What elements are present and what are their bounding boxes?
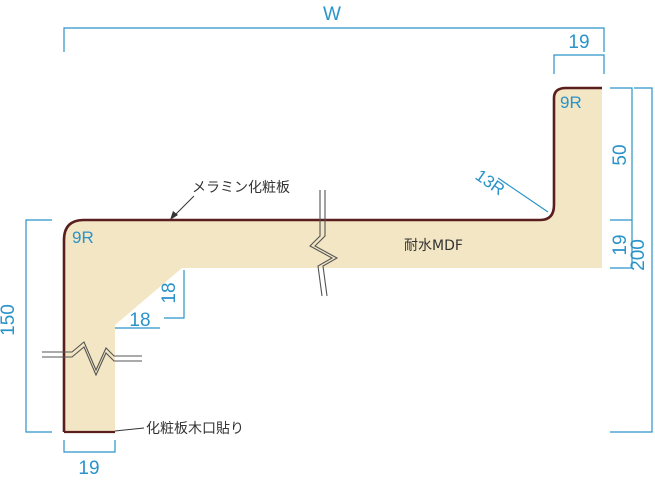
melamine-edge-line [62,86,602,432]
radius-inner-bend-label: 13R [472,166,508,199]
dimension-w-label: W [323,4,341,25]
dimension-chamfer-v-label: 18 [159,282,180,303]
radius-top-left-label: 9R [72,228,94,247]
dimension-w-line [63,27,605,52]
dimension-bottom-19-label: 19 [78,458,99,479]
radius-top-right-label: 9R [560,93,582,112]
radius-inner-bend-leader [497,177,549,213]
dimension-top-19-label: 19 [568,32,589,53]
dimension-chamfer-v-line [164,270,185,319]
dimension-200-line [610,87,653,433]
dimension-bottom-19-line [63,440,116,453]
dimension-right-50-19-line [610,87,633,269]
edge-label: 化粧板木口貼り [146,421,244,437]
edge-leader [114,427,145,432]
dimension-top-19-line [553,54,605,74]
core-label: 耐水MDF [404,238,463,254]
dimension-150-line [25,219,52,433]
dimension-150-label: 150 [0,304,19,336]
break-line-horizontal [42,341,142,377]
melamine-leader-arrow [170,211,178,220]
dimension-right-19-label: 19 [610,234,631,255]
dimension-chamfer-h-label: 18 [129,310,150,331]
melamine-label: メラミン化粧板 [192,180,290,196]
dimension-50-label: 50 [610,144,631,165]
break-line-vertical [309,190,339,297]
dimension-200-label: 200 [628,239,649,271]
